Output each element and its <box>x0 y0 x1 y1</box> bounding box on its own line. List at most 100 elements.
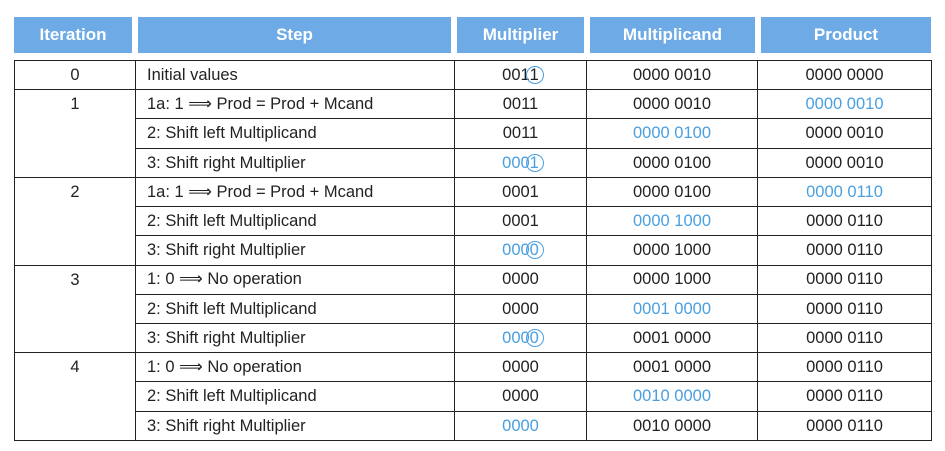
step-cell: 2: Shift left Multiplicand <box>135 118 455 149</box>
multiplier-cell: 0000 <box>454 410 587 442</box>
multiplier-cell: 0000 <box>454 381 587 412</box>
multiplier-cell: 0001 <box>454 206 587 237</box>
step-cell: 1a: 1 ⟹ Prod = Prod + Mcand <box>135 176 455 208</box>
header-product: Product <box>761 17 931 53</box>
multiplier-cell: 0011 <box>454 118 587 149</box>
iteration-cell: 0 <box>14 59 136 91</box>
iteration-cell <box>14 411 136 442</box>
multiplier-cell: 0001 <box>454 147 587 178</box>
step-cell: Initial values <box>135 59 455 91</box>
product-cell: 0000 0110 <box>757 206 932 237</box>
product-cell: 0000 0010 <box>757 147 932 178</box>
iteration-cell <box>14 206 136 236</box>
step-cell: 2: Shift left Multiplicand <box>135 206 455 237</box>
multiplicand-cell: 0000 1000 <box>586 264 758 295</box>
multiplicand-cell: 0000 0010 <box>586 89 758 120</box>
multiplier-value: 0000 <box>502 358 539 377</box>
multiplier-value: 000 <box>502 328 530 347</box>
product-cell: 0000 0110 <box>757 381 932 412</box>
multiplicand-cell: 0000 0010 <box>586 59 758 91</box>
multiplicand-cell: 0010 0000 <box>586 381 758 412</box>
multiplier-value: 0001 <box>502 211 539 230</box>
multiplier-lsb-circled: 1 <box>526 153 545 172</box>
product-cell: 0000 0110 <box>757 352 932 383</box>
multiplier-value: 001 <box>502 65 530 84</box>
multiplicand-cell: 0001 0000 <box>586 293 758 324</box>
multiplier-value: 0011 <box>502 95 539 114</box>
product-cell: 0000 0110 <box>757 293 932 324</box>
multiplier-lsb-circled: 0 <box>526 328 545 347</box>
product-cell: 0000 0110 <box>757 410 932 442</box>
multiplier-value: 0000 <box>502 416 539 435</box>
multiplicand-cell: 0000 0100 <box>586 147 758 178</box>
step-cell: 2: Shift left Multiplicand <box>135 381 455 412</box>
step-cell: 1: 0 ⟹ No operation <box>135 264 455 295</box>
iteration-cell <box>14 294 136 324</box>
multiplicand-cell: 0000 1000 <box>586 206 758 237</box>
product-cell: 0000 0110 <box>757 176 932 208</box>
multiplier-lsb-circled: 1 <box>526 65 545 84</box>
header-step: Step <box>138 17 451 53</box>
multiplier-cell: 0001 <box>454 176 587 208</box>
iteration-cell: 3 <box>14 264 136 295</box>
multiplier-cell: 0000 <box>454 264 587 295</box>
step-cell: 1a: 1 ⟹ Prod = Prod + Mcand <box>135 89 455 120</box>
product-cell: 0000 0110 <box>757 322 932 354</box>
product-cell: 0000 0110 <box>757 264 932 295</box>
multiplier-value: 0001 <box>502 182 539 201</box>
multiplier-value: 000 <box>502 241 530 260</box>
multiplier-cell: 0000 <box>454 235 587 266</box>
iteration-cell: 1 <box>14 89 136 119</box>
iteration-cell <box>14 323 136 354</box>
multiplier-value: 0000 <box>502 387 539 406</box>
iteration-cell: 4 <box>14 352 136 382</box>
multiplier-cell: 0000 <box>454 293 587 324</box>
multiplicand-cell: 0000 1000 <box>586 235 758 266</box>
step-cell: 2: Shift left Multiplicand <box>135 293 455 324</box>
iteration-cell: 2 <box>14 176 136 207</box>
iteration-cell <box>14 148 136 178</box>
iteration-cell <box>14 235 136 266</box>
product-cell: 0000 0010 <box>757 89 932 120</box>
multiplier-value: 000 <box>502 153 530 172</box>
step-cell: 1: 0 ⟹ No operation <box>135 352 455 383</box>
header-iteration: Iteration <box>14 17 132 53</box>
header-multiplicand: Multiplicand <box>590 17 755 53</box>
multiplier-cell: 0000 <box>454 322 587 354</box>
multiplicand-cell: 0010 0000 <box>586 410 758 442</box>
header-multiplier: Multiplier <box>457 17 584 53</box>
step-cell: 3: Shift right Multiplier <box>135 147 455 178</box>
multiplier-cell: 0000 <box>454 352 587 383</box>
product-cell: 0000 0010 <box>757 118 932 149</box>
iteration-cell <box>14 381 136 412</box>
multiplier-value: 0011 <box>502 124 539 143</box>
product-cell: 0000 0110 <box>757 235 932 266</box>
step-cell: 3: Shift right Multiplier <box>135 410 455 442</box>
step-cell: 3: Shift right Multiplier <box>135 235 455 266</box>
multiplicand-cell: 0000 0100 <box>586 118 758 149</box>
multiplicand-cell: 0000 0100 <box>586 176 758 208</box>
multiplier-value: 0000 <box>502 299 539 318</box>
multiplier-cell: 0011 <box>454 89 587 120</box>
multiplicand-cell: 0001 0000 <box>586 352 758 383</box>
multiplier-lsb-circled: 0 <box>526 241 545 260</box>
step-cell: 3: Shift right Multiplier <box>135 322 455 354</box>
iteration-cell <box>14 118 136 149</box>
multiplier-value: 0000 <box>502 270 539 289</box>
multiplicand-cell: 0001 0000 <box>586 322 758 354</box>
